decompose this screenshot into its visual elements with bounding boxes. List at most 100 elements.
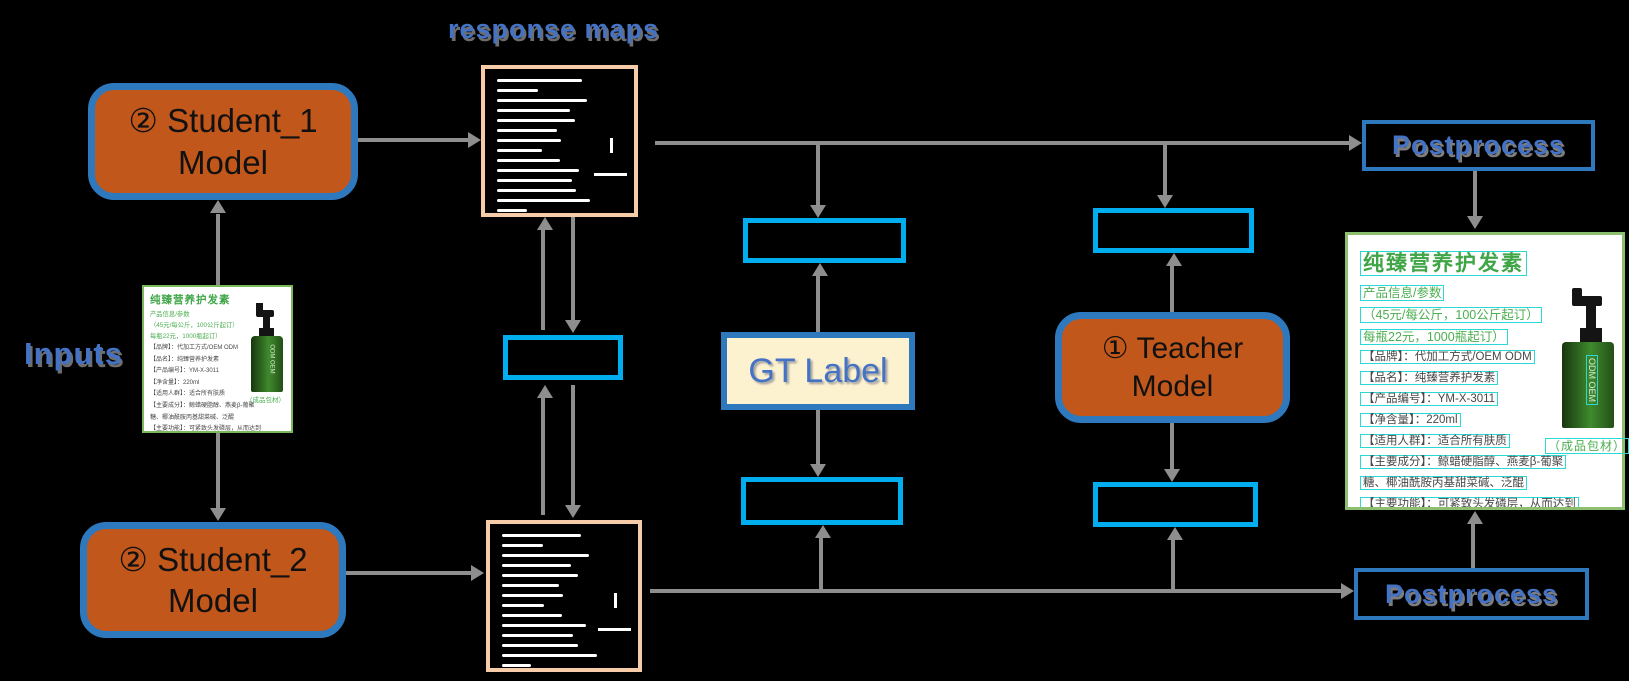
response-line — [502, 664, 531, 667]
arrow-map2-to-postprocess — [650, 589, 1341, 593]
bottle-label-text: ODM OEM — [1586, 355, 1598, 405]
response-line — [497, 139, 562, 142]
response-line — [497, 119, 576, 122]
response-line — [502, 554, 590, 557]
arrowhead-up-icon — [210, 200, 226, 213]
product-attr-line-text: 【净含量】：220ml — [1360, 413, 1461, 427]
response-line — [497, 199, 591, 202]
product-attr-line-text: 【品名】：纯臻营养护发素 — [150, 356, 220, 363]
product-attr-line: 【品名】：纯臻营养护发素 — [150, 354, 287, 363]
product-attr-line-text: 【品牌】：代加工方式/OEM ODM — [150, 345, 238, 351]
product-info-line: 每瓶22元，1000瓶起订） — [1360, 326, 1614, 345]
bottle-label-text: ODM OEM — [268, 344, 275, 374]
bottle-pump-icon — [1580, 328, 1602, 342]
product-attr-line: 【主要成分】：鲸蜡硬脂醇、燕麦β-葡聚 — [150, 400, 287, 409]
product-attr-line: 【产品编号】：YM-X-3011 — [1360, 390, 1614, 406]
product-attr-line: 【主要功能】：可紧致头发磷层，从而达到 — [150, 423, 287, 433]
product-attr-line: 糖、椰油酰胺丙基甜菜碱、泛醌 — [150, 412, 287, 421]
bottle-pump-icon — [256, 310, 274, 317]
response-line — [502, 564, 572, 567]
arrow-lossbox-to-map2 — [571, 385, 575, 505]
arrow-map2-to-lossbox — [541, 398, 545, 515]
response-line — [502, 574, 579, 577]
product-info-line-text: （45元/每公斤，100公斤起订） — [150, 322, 239, 329]
response-line — [497, 129, 558, 132]
response-line — [502, 594, 564, 597]
arrowhead-up-icon — [1167, 527, 1183, 540]
response-line — [497, 179, 573, 182]
response-line — [497, 89, 539, 92]
postprocess-top-node: Postprocess — [1362, 120, 1595, 171]
branch-to-teacher-loss-bottom — [1171, 540, 1175, 591]
arrowhead-down-icon — [1467, 216, 1483, 229]
response-line — [497, 209, 528, 212]
arrow-student1-to-map1 — [358, 138, 468, 142]
arrow-teacher-to-loss-bottom — [1170, 423, 1174, 469]
product-info-line: 每瓶22元，1000瓶起订） — [150, 331, 287, 340]
response-line — [502, 644, 579, 647]
postprocess-top-text: Postprocess — [1391, 130, 1566, 160]
postprocess-bottom-text: Postprocess — [1384, 578, 1559, 609]
bottle-pump-icon — [259, 328, 274, 337]
product-attr-line-text: 【主要成分】：鲸蜡硬脂醇、燕麦β-葡聚 — [1360, 455, 1567, 469]
student2-label-line1: ② Student_2 — [118, 540, 308, 578]
product-info-line: 产品信息/参数 — [150, 309, 287, 318]
response-line — [502, 614, 562, 617]
student1-label-line1: ② Student_1 — [128, 102, 318, 140]
product-title: 纯臻营养护发素 — [150, 292, 287, 307]
response-line — [497, 79, 582, 82]
package-material-text: （成品包材） — [1545, 438, 1629, 454]
bottle-pump-icon — [1586, 306, 1596, 328]
arrowhead-up-icon — [1467, 511, 1483, 524]
arrow-teacher-to-loss-top — [1170, 266, 1174, 312]
arrow-map1-to-lossbox — [571, 217, 575, 320]
product-attr-line-text: 糖、椰油酰胺丙基甜菜碱、泛醌 — [1360, 476, 1527, 490]
arrowhead-down-icon — [810, 205, 826, 218]
response-line — [502, 544, 543, 547]
response-line — [502, 604, 545, 607]
product-attr-line: 【净含量】：220ml — [150, 377, 287, 386]
response-line — [497, 189, 577, 192]
product-attr-line-text: 糖、椰油酰胺丙基甜菜碱、泛醌 — [150, 414, 235, 421]
product-attr-line-text: 【主要功能】：可紧致头发磷层，从而达到 — [150, 426, 262, 433]
response-map-1-mark — [593, 172, 627, 176]
product-title: 纯臻营养护发素 — [1360, 247, 1614, 277]
arrow-gt-to-loss-bottom — [816, 410, 820, 464]
product-info-line-text: 每瓶22元，1000瓶起订） — [150, 333, 222, 340]
product-attr-line: 【主要成分】：鲸蜡硬脂醇、燕麦β-葡聚 — [1360, 453, 1614, 469]
product-attr-line: 【品牌】：代加工方式/OEM ODM — [1360, 348, 1614, 364]
teacher-label-line1: ① Teacher — [1101, 332, 1244, 365]
product-info-line: （45元/每公斤，100公斤起订） — [150, 320, 287, 329]
inputs-label: Inputs — [24, 336, 123, 371]
arrow-student2-to-map2 — [346, 571, 471, 575]
product-attr-line: 【净含量】：220ml — [1360, 411, 1614, 427]
arrowhead-up-icon — [812, 263, 828, 276]
product-info-line: 产品信息/参数 — [1360, 282, 1614, 301]
response-maps-label: response maps — [448, 14, 660, 44]
product-attr-line-text: 【主要功能】：可紧致头发磷层，从而达到 — [1360, 497, 1579, 507]
response-line — [497, 99, 588, 102]
gt-label-node: GT Label — [721, 332, 915, 410]
branch-to-gt-loss-bottom — [819, 538, 823, 591]
product-info-line: （45元/每公斤，100公斤起订） — [1360, 304, 1614, 323]
bottle-pump-icon — [256, 303, 263, 313]
student1-label-line2: Model — [178, 143, 268, 181]
package-material-label: （成品包材） — [1545, 437, 1629, 454]
product-attr-line: 【产品编号】：YM-X-3011 — [150, 365, 287, 374]
arrow-postprocess-top-to-output — [1473, 171, 1477, 216]
loss-box-gt-bottom — [741, 477, 903, 525]
product-attr-line-text: 【净含量】：220ml — [150, 379, 200, 386]
arrow-map1-to-postprocess — [655, 141, 1349, 145]
bottle-pump-icon — [1572, 288, 1582, 298]
product-info-line-text: 每瓶22元，1000瓶起订） — [1360, 329, 1508, 345]
product-title-text: 纯臻营养护发素 — [1360, 251, 1527, 276]
student1-model-node: ② Student_1 Model — [88, 83, 358, 200]
arrow-input-to-student2 — [216, 433, 220, 508]
product-info-line-text: 产品信息/参数 — [1360, 285, 1445, 301]
product-attr-line-text: 【主要成分】：鲸蜡硬脂醇、燕麦β-葡聚 — [150, 402, 255, 409]
arrowhead-down-icon — [1157, 195, 1173, 208]
product-attr-line: 【品名】：纯臻营养护发素 — [1360, 369, 1614, 385]
arrowhead-down-icon — [210, 508, 226, 521]
response-map-1 — [481, 65, 638, 217]
